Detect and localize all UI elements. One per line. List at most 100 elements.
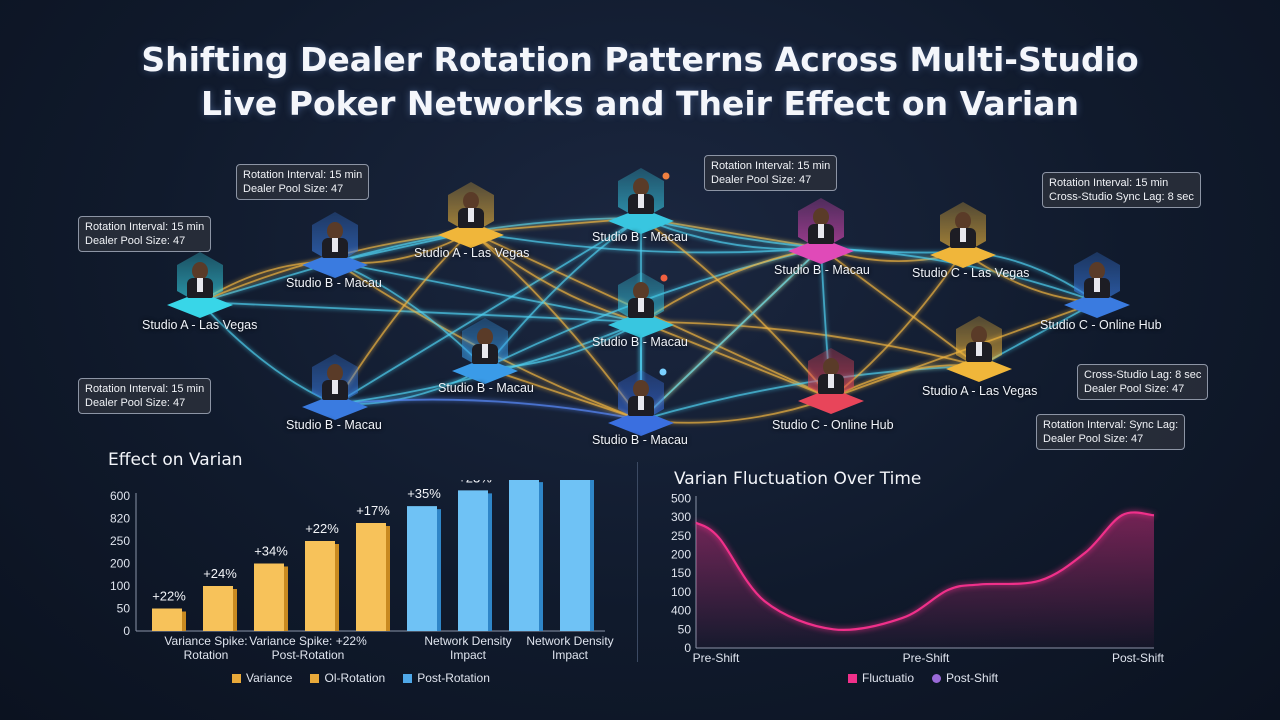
legend-item: Post-Rotation	[403, 671, 490, 685]
bar	[356, 523, 386, 631]
node-label: Studio B - Macau	[286, 276, 382, 290]
node-label: Studio B - Macau	[438, 381, 534, 395]
series-line	[695, 511, 1155, 631]
tooltip: Rotation Interval: 15 min Cross-Studio S…	[1042, 172, 1201, 208]
y-tick-label: 500	[671, 491, 691, 505]
y-tick-label: 400	[671, 604, 691, 618]
legend-item: Post-Shift	[932, 671, 998, 685]
y-tick-label: 200	[671, 548, 691, 562]
tooltip: Rotation Interval: 15 min Dealer Pool Si…	[236, 164, 370, 200]
legend-swatch	[232, 674, 241, 684]
node-label: Studio C - Las Vegas	[912, 266, 1030, 280]
x-tick-label: Variance Spike:	[164, 634, 247, 648]
y-tick-label: 0	[123, 624, 130, 638]
bar-value-label: +17%	[356, 503, 390, 518]
area-chart-title: Varian Fluctuation Over Time	[674, 469, 922, 489]
legend-swatch	[848, 674, 857, 684]
node-label: Studio C - Online Hub	[1040, 318, 1162, 332]
glow-dot	[660, 274, 668, 282]
y-tick-label: 50	[117, 602, 131, 616]
bar-side	[335, 544, 339, 631]
tooltip: Rotation Interval: 15 min Dealer Pool Si…	[78, 378, 212, 414]
area-chart-legend: Fluctuatio Post-Shift	[848, 671, 998, 685]
studio-node[interactable]	[606, 370, 676, 446]
bar-value-label: +34%	[254, 544, 288, 559]
legend-swatch	[310, 674, 320, 684]
tooltip: Rotation Interval: Sync Lag: Dealer Pool…	[1036, 414, 1186, 450]
connection-line	[334, 261, 642, 323]
bar	[305, 541, 335, 631]
x-tick-label: Network Density	[526, 634, 613, 648]
legend-swatch	[403, 674, 413, 684]
node-label: Studio B - Macau	[592, 433, 688, 447]
x-tick-label: Rotation	[184, 648, 229, 662]
bar-value-label: +35%	[407, 486, 441, 501]
bar-value-label: +22%	[305, 521, 339, 536]
tooltip: Cross-Studio Lag: 8 sec Dealer Pool Size…	[1077, 364, 1209, 400]
bar-value-label: +22%	[152, 589, 186, 604]
x-tick-label: Pre-Shift	[693, 651, 740, 665]
bar-side	[437, 509, 441, 631]
node-label: Studio A - Las Vegas	[414, 246, 530, 260]
y-tick-label: 820	[110, 512, 130, 526]
x-tick-label: Impact	[552, 648, 589, 662]
connection-line	[334, 217, 642, 405]
node-label: Studio B - Macau	[286, 418, 382, 432]
y-tick-label: 100	[671, 585, 691, 599]
x-tick-label: Network Density	[424, 634, 511, 648]
studio-node[interactable]	[165, 252, 235, 328]
node-label: Studio A - Las Vegas	[922, 384, 1038, 398]
studio-node[interactable]	[944, 316, 1014, 392]
y-tick-label: 100	[110, 579, 130, 593]
title-line-2: Live Poker Networks and Their Effect on …	[201, 84, 1079, 123]
studio-node[interactable]	[928, 202, 998, 278]
studio-node[interactable]	[606, 168, 676, 244]
chart-divider	[637, 462, 638, 662]
studio-node[interactable]	[1062, 252, 1132, 328]
tooltip: Rotation Interval: 15 min Dealer Pool Si…	[704, 155, 838, 191]
y-tick-label: 200	[110, 557, 130, 571]
bar	[560, 480, 590, 631]
node-label: Studio B - Macau	[774, 263, 870, 277]
studio-node[interactable]	[300, 212, 370, 288]
bar-chart: 050100200250820600+22%+24%+34%+22%+17%+3…	[110, 480, 614, 662]
tooltip: Rotation Interval: 15 min Dealer Pool Si…	[78, 216, 212, 252]
glow-dot	[662, 172, 670, 180]
studio-node[interactable]	[436, 182, 506, 258]
legend-item: Variance	[232, 671, 292, 685]
x-tick-label: Variance Spike: +22%	[249, 634, 367, 648]
title-line-1: Shifting Dealer Rotation Patterns Across…	[141, 40, 1139, 79]
y-tick-label: 250	[671, 529, 691, 543]
y-tick-label: 150	[671, 566, 691, 580]
bar-side	[488, 493, 492, 631]
node-label: Studio B - Macau	[592, 335, 688, 349]
y-tick-label: 0	[684, 641, 691, 655]
connection-line	[470, 231, 822, 254]
bar-value-label: +23%	[458, 480, 492, 485]
node-label: Studio B - Macau	[592, 230, 688, 244]
node-label: Studio C - Online Hub	[772, 418, 894, 432]
studio-node[interactable]	[300, 354, 370, 430]
studio-node[interactable]	[786, 198, 856, 274]
x-tick-label: Impact	[450, 648, 487, 662]
area-fill	[696, 512, 1154, 648]
y-tick-label: 250	[110, 534, 130, 548]
bar-value-label: +24%	[203, 566, 237, 581]
studio-node[interactable]	[606, 272, 676, 348]
bar	[509, 480, 539, 631]
legend-item: Ol-Rotation	[310, 671, 385, 685]
bar-chart-legend: Variance Ol-Rotation Post-Rotation	[232, 671, 490, 685]
bar	[458, 490, 488, 631]
bar	[254, 563, 284, 631]
bar	[407, 506, 437, 631]
node-label: Studio A - Las Vegas	[142, 318, 258, 332]
studio-node[interactable]	[796, 348, 866, 424]
bar	[152, 608, 182, 631]
x-tick-label: Post-Shift	[1112, 651, 1164, 665]
bar-chart-title: Effect on Varian	[108, 450, 243, 470]
bar-side	[539, 482, 543, 631]
bar-side	[182, 611, 186, 631]
x-tick-label: Post-Rotation	[272, 648, 345, 662]
studio-node[interactable]	[450, 318, 520, 394]
